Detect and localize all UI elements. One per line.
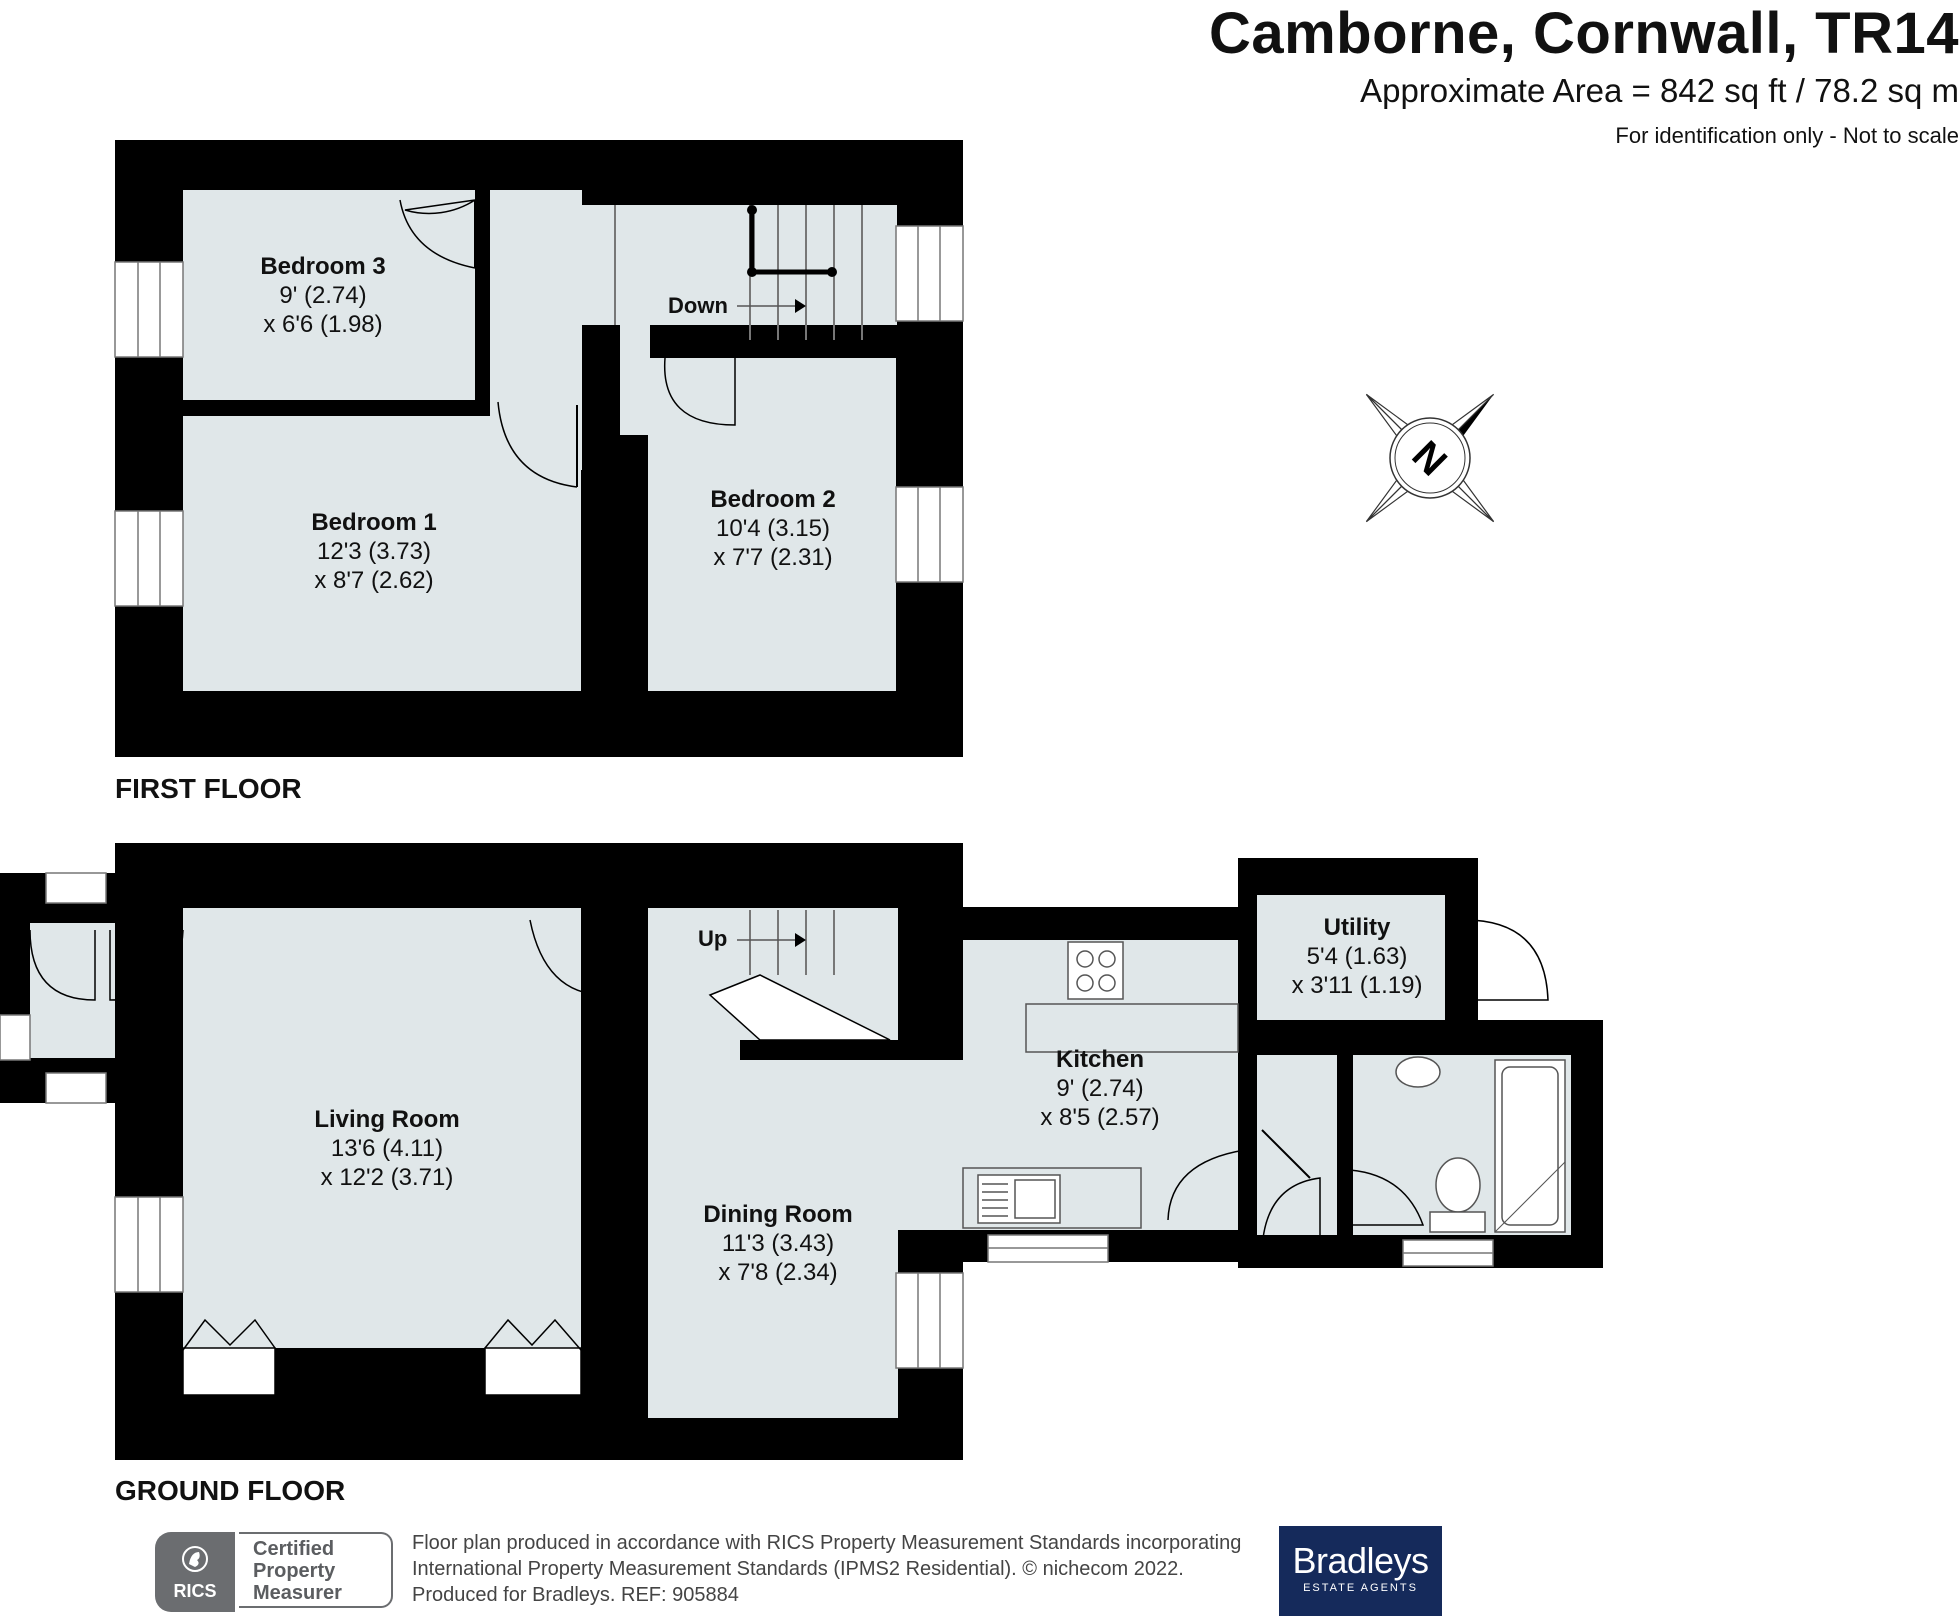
room-name: Utility — [1323, 914, 1391, 941]
footer-line: Floor plan produced in accordance with R… — [412, 1532, 1242, 1554]
up-arrow — [795, 933, 806, 947]
lobby-area — [1257, 1055, 1337, 1235]
room-dimension: 11'3 (3.43) — [721, 1230, 835, 1257]
toilet-icon — [1435, 1157, 1481, 1213]
ground-floor-label: GROUND FLOOR — [115, 1475, 346, 1506]
rics-certified-badge: RICS Certified Property Measurer — [155, 1532, 397, 1612]
badge-line: Property — [253, 1560, 336, 1582]
newel-post — [827, 267, 837, 277]
drainer-lines — [982, 1183, 1008, 1217]
first-floor-label: FIRST FLOOR — [115, 773, 302, 804]
room-name: Bedroom 3 — [260, 253, 386, 280]
room-name: Living Room — [314, 1106, 460, 1133]
first-floor-windows — [114, 225, 964, 607]
footer-line: International Property Measurement Stand… — [412, 1558, 1184, 1580]
rics-lion-icon — [182, 1546, 208, 1572]
utility-area — [1257, 895, 1445, 1020]
room-dimension: x 6'6 (1.98) — [263, 311, 383, 338]
room-dimension: 12'3 (3.73) — [316, 538, 431, 565]
room-label-bedroom-1: Bedroom 1 12'3 (3.73) x 8'7 (2.62) — [311, 508, 436, 595]
room-label-living-room: Living Room 13'6 (4.11) x 12'2 (3.71) — [314, 1105, 459, 1192]
stair-area-first — [582, 205, 897, 325]
room-dimension: x 8'7 (2.62) — [314, 567, 434, 594]
first-floor-doors — [399, 199, 736, 488]
ground-floor-doors — [29, 919, 1549, 1251]
room-label-dining-room: Dining Room 11'3 (3.43) x 7'8 (2.34) — [703, 1200, 852, 1287]
window-glazing-lines — [137, 226, 941, 606]
approximate-area: Approximate Area = 842 sq ft / 78.2 sq m — [1360, 72, 1959, 109]
room-dimension: x 3'11 (1.19) — [1291, 972, 1423, 999]
room-name: Kitchen — [1055, 1046, 1144, 1073]
room-dimension: 10'4 (3.15) — [715, 515, 830, 542]
built-in-wardrobes — [182, 1347, 582, 1396]
stairs-down-label: Down — [668, 293, 728, 318]
badge-line: Certified — [253, 1538, 335, 1560]
rics-logo: RICS — [155, 1532, 235, 1612]
room-dimension: 9' (2.74) — [279, 282, 367, 309]
room-dimension: x 8'5 (2.57) — [1040, 1104, 1160, 1131]
bedroom-3-area — [183, 190, 475, 400]
identification-note: For identification only - Not to scale — [1615, 123, 1959, 148]
room-label-utility: Utility 5'4 (1.63) x 3'11 (1.19) — [1292, 913, 1423, 1000]
footer-disclaimer: Floor plan produced in accordance with R… — [412, 1530, 1241, 1608]
first-floor-plan — [114, 140, 964, 757]
certified-property-measurer: Certified Property Measurer — [239, 1532, 393, 1608]
room-dimension: 9' (2.74) — [1056, 1075, 1144, 1102]
bedroom-2-door-recess — [620, 325, 650, 435]
room-name: Dining Room — [703, 1201, 853, 1228]
room-dimension: x 12'2 (3.71) — [320, 1164, 454, 1191]
ground-floor-plan — [0, 843, 1603, 1460]
room-name: Bedroom 2 — [710, 486, 836, 513]
newel-post — [747, 205, 757, 215]
room-name: Bedroom 1 — [311, 509, 437, 536]
hob-icon — [1067, 941, 1124, 1000]
room-dimension: 13'6 (4.11) — [330, 1135, 444, 1162]
property-address-title: Camborne, Cornwall, TR14 — [1208, 1, 1959, 66]
room-dimension: x 7'7 (2.31) — [713, 544, 833, 571]
room-label-bedroom-2: Bedroom 2 10'4 (3.15) x 7'7 (2.31) — [710, 485, 835, 572]
brand-subtitle: ESTATE AGENTS — [1303, 1582, 1418, 1594]
kitchen-worktop-top — [1025, 1003, 1239, 1053]
newel-post — [747, 267, 757, 277]
bradleys-logo: Bradleys ESTATE AGENTS — [1279, 1526, 1442, 1616]
down-arrow — [795, 299, 806, 313]
porch-area — [30, 923, 115, 1058]
stair-treads-ground — [749, 910, 835, 975]
bath-icon — [1494, 1059, 1566, 1233]
bedroom-1-area — [183, 416, 581, 691]
brand-name: Bradleys — [1292, 1540, 1429, 1581]
living-room-area — [183, 908, 581, 1348]
basin-icon — [1395, 1056, 1441, 1088]
room-dimension: x 7'8 (2.34) — [718, 1259, 838, 1286]
stairs-up-label: Up — [698, 926, 728, 951]
north-compass-icon — [1365, 393, 1495, 523]
sink-icon — [977, 1174, 1061, 1224]
rics-word: RICS — [173, 1581, 217, 1601]
room-label-kitchen: Kitchen 9' (2.74) x 8'5 (2.57) — [1040, 1045, 1159, 1132]
badge-line: Measurer — [253, 1582, 342, 1604]
bedroom-2-area — [648, 358, 896, 691]
window-glazing-lines-ground — [137, 1197, 1493, 1368]
room-label-bedroom-3: Bedroom 3 9' (2.74) x 6'6 (1.98) — [260, 252, 385, 339]
room-dimension: 5'4 (1.63) — [1306, 943, 1408, 970]
footer-line: Produced for Bradleys. REF: 905884 — [412, 1584, 739, 1606]
